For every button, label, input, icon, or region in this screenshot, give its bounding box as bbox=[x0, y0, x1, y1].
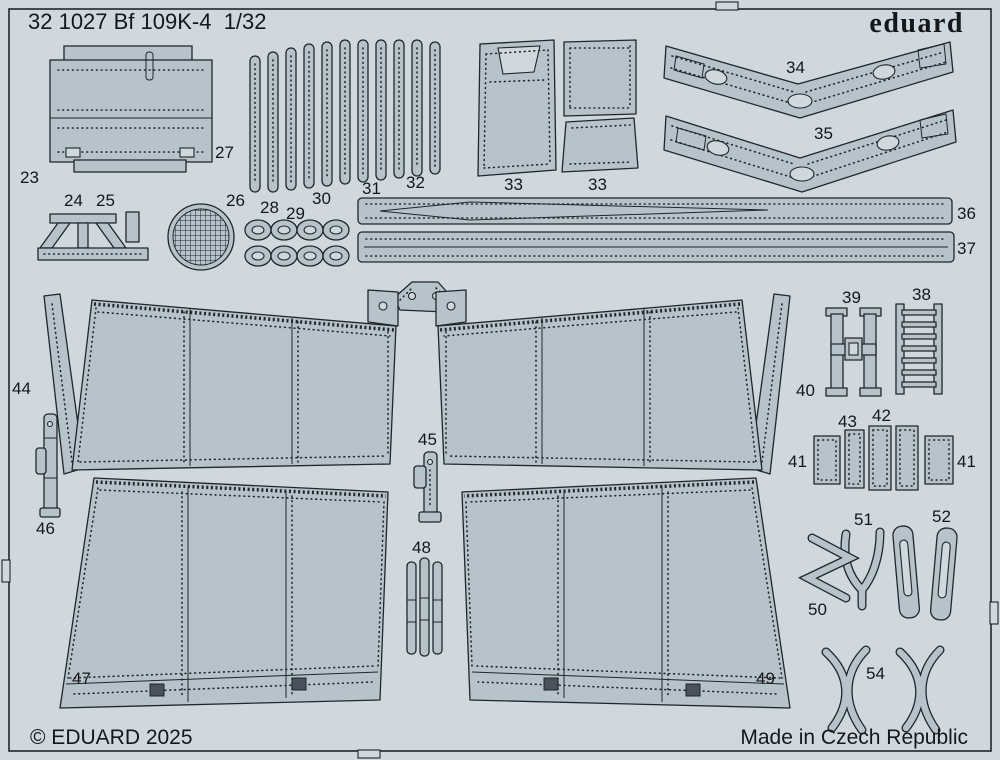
part-label-29: 29 bbox=[286, 204, 305, 223]
part-39-40-frame bbox=[825, 307, 882, 397]
part-33-panel-right bbox=[561, 39, 639, 173]
part-label-48: 48 bbox=[412, 538, 431, 557]
part-label-31: 31 bbox=[362, 179, 381, 198]
part-label-42: 42 bbox=[872, 406, 891, 425]
part-label-25: 25 bbox=[96, 191, 115, 210]
part-label-50: 50 bbox=[808, 600, 827, 619]
part-26-mesh-screen bbox=[167, 203, 235, 271]
part-label-43: 43 bbox=[838, 412, 857, 431]
part-label-28: 28 bbox=[260, 198, 279, 217]
copyright-text: © EDUARD 2025 bbox=[30, 726, 193, 749]
part-label-32: 32 bbox=[406, 173, 425, 192]
part-36-strip bbox=[357, 197, 953, 225]
part-label-23: 23 bbox=[20, 168, 39, 187]
part-label-51: 51 bbox=[854, 510, 873, 529]
part-label-40: 40 bbox=[796, 381, 815, 400]
part-label-49: 49 bbox=[756, 669, 775, 688]
part-34-wing-strip bbox=[663, 41, 954, 119]
part-label-39: 39 bbox=[842, 288, 861, 307]
part-33-panel-left bbox=[477, 39, 557, 177]
part-scissors-right bbox=[895, 645, 945, 735]
brand-logo: eduard bbox=[869, 8, 964, 39]
part-label-33-left: 33 bbox=[504, 175, 523, 194]
part-label-37: 37 bbox=[957, 239, 976, 258]
part-54-scissors bbox=[821, 645, 871, 735]
part-30-31-32-strips bbox=[249, 39, 441, 193]
part-label-33-right: 33 bbox=[588, 175, 607, 194]
made-in-text: Made in Czech Republic bbox=[740, 726, 968, 749]
part-24-25-bracket bbox=[37, 211, 149, 261]
frame-tab-right bbox=[989, 601, 999, 625]
part-label-47: 47 bbox=[72, 669, 91, 688]
part-28-29-rings bbox=[244, 219, 350, 267]
part-37-strip bbox=[357, 231, 955, 263]
part-label-45: 45 bbox=[418, 430, 437, 449]
part-27-access-panel bbox=[49, 45, 213, 173]
frame-tab-bottom bbox=[357, 749, 381, 759]
part-35-wing-strip bbox=[663, 109, 957, 193]
part-label-27: 27 bbox=[215, 143, 234, 162]
part-number-labels: 23 24 25 26 27 28 29 30 31 32 33 33 34 3… bbox=[12, 58, 976, 688]
part-46-lever bbox=[35, 413, 61, 518]
part-label-52: 52 bbox=[932, 507, 951, 526]
part-flap-right bbox=[435, 289, 791, 475]
part-label-34: 34 bbox=[786, 58, 805, 77]
part-50-spring bbox=[797, 533, 861, 603]
part-label-46: 46 bbox=[36, 519, 55, 538]
part-48-strips bbox=[406, 557, 443, 657]
part-label-36: 36 bbox=[957, 204, 976, 223]
part-47-panel-left bbox=[59, 477, 389, 709]
part-label-54: 54 bbox=[866, 664, 885, 683]
part-41-42-43-plates bbox=[813, 425, 954, 491]
frame-tab-left bbox=[1, 559, 11, 583]
part-label-41-left: 41 bbox=[788, 452, 807, 471]
part-51-clip bbox=[840, 527, 885, 611]
part-label-35: 35 bbox=[814, 124, 833, 143]
part-38-ladder bbox=[895, 303, 943, 395]
part-label-26: 26 bbox=[226, 191, 245, 210]
part-label-44: 44 bbox=[12, 379, 31, 398]
part-label-38: 38 bbox=[912, 285, 931, 304]
part-52-blades bbox=[892, 525, 958, 621]
sheet-title: 32 1027 Bf 109K-4 1/32 bbox=[28, 9, 267, 34]
frame-tab-top bbox=[715, 1, 739, 11]
part-label-24: 24 bbox=[64, 191, 83, 210]
part-label-30: 30 bbox=[312, 189, 331, 208]
part-label-41-right: 41 bbox=[957, 452, 976, 471]
part-49-panel-right bbox=[461, 477, 791, 709]
part-45-handle bbox=[413, 451, 442, 523]
part-44-flap-left bbox=[43, 289, 399, 475]
